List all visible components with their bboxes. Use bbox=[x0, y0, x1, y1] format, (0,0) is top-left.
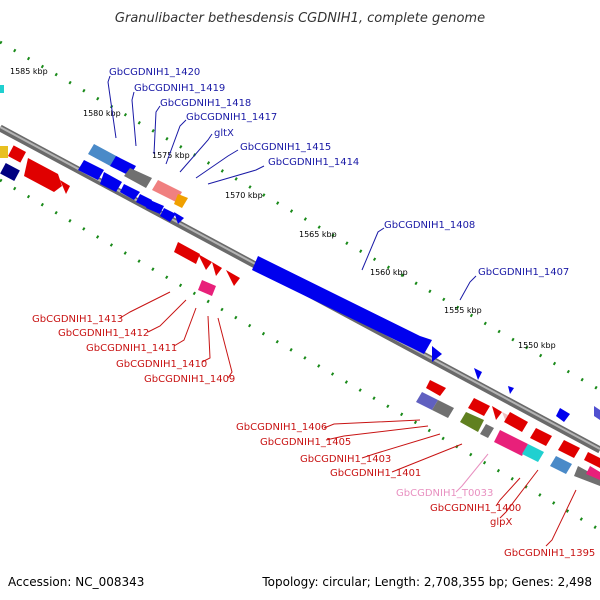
label-gene-1403: GbCGDNIH1_1403 bbox=[300, 454, 391, 465]
gene-fwd-1408b bbox=[432, 346, 442, 362]
gene-left-yellow bbox=[0, 146, 8, 158]
gene-rev-g bbox=[586, 466, 600, 480]
gene-rev-f bbox=[584, 452, 600, 468]
reverse-leader-lines bbox=[119, 291, 577, 547]
label-gene-1409: GbCGDNIH1_1409 bbox=[144, 374, 235, 385]
label-gene-1400: GbCGDNIH1_1400 bbox=[430, 503, 521, 514]
label-gene-glpX: glpX bbox=[490, 517, 512, 528]
gene-left-arrow bbox=[60, 180, 70, 194]
label-gene-1407: GbCGDNIH1_1407 bbox=[478, 267, 569, 278]
label-gene-1405: GbCGDNIH1_1405 bbox=[260, 437, 351, 448]
gene-fwd-b bbox=[100, 172, 122, 192]
label-trna-T0033: GbCGDNIH1_T0033 bbox=[396, 488, 493, 499]
accession-text: Accession: NC_008343 bbox=[8, 575, 144, 589]
gene-1395b bbox=[550, 456, 572, 474]
gene-1409 bbox=[226, 270, 240, 286]
gene-1405 bbox=[468, 398, 490, 416]
gene-fwd-i bbox=[556, 408, 570, 422]
trna-leader-line bbox=[455, 453, 489, 493]
scale-label-1580: 1580 kbp bbox=[83, 109, 121, 118]
map-title: Granulibacter bethesdensis CGDNIH1, comp… bbox=[115, 11, 485, 26]
label-gene-1419: GbCGDNIH1_1419 bbox=[134, 83, 225, 94]
gene-1400 bbox=[494, 430, 528, 456]
gene-1401 bbox=[480, 424, 494, 438]
label-gene-1418: GbCGDNIH1_1418 bbox=[160, 98, 251, 109]
topology-text: Topology: circular; Length: 2,708,355 bp… bbox=[261, 575, 592, 589]
label-gene-1410: GbCGDNIH1_1410 bbox=[116, 359, 207, 370]
gene-rev-d bbox=[530, 428, 552, 446]
gene-1395 bbox=[574, 466, 600, 486]
gene-fwd-f bbox=[160, 208, 176, 222]
gene-rev-a bbox=[492, 406, 502, 420]
gene-1408 bbox=[252, 256, 432, 354]
scale-label-1575: 1575 kbp bbox=[152, 151, 190, 160]
gene-glpX bbox=[522, 444, 544, 462]
gene-fwd-a bbox=[78, 160, 104, 180]
gene-1410 bbox=[198, 280, 216, 296]
gene-gltX bbox=[152, 180, 182, 202]
scale-label-1585: 1585 kbp bbox=[10, 67, 48, 76]
gene-fwd-e bbox=[146, 200, 164, 214]
gene-1413-block bbox=[24, 158, 62, 192]
label-gene-1420: GbCGDNIH1_1420 bbox=[109, 67, 200, 78]
gene-1406 bbox=[416, 392, 438, 410]
gene-1410b bbox=[212, 262, 222, 276]
gene-1405b bbox=[432, 400, 454, 418]
gene-left-navy bbox=[0, 162, 20, 182]
label-gene-1406: GbCGDNIH1_1406 bbox=[236, 422, 327, 433]
gene-1411 bbox=[198, 254, 212, 270]
gene-1407 bbox=[474, 368, 482, 380]
label-gene-1401: GbCGDNIH1_1401 bbox=[330, 468, 421, 479]
label-gene-1395: GbCGDNIH1_1395 bbox=[504, 548, 595, 559]
gene-fwd-h bbox=[508, 386, 514, 394]
gene-1420 bbox=[88, 144, 120, 168]
forward-leader-lines bbox=[107, 75, 477, 301]
label-gene-1417: GbCGDNIH1_1417 bbox=[186, 112, 277, 123]
label-gene-gltX: gltX bbox=[214, 128, 234, 139]
label-gene-1412: GbCGDNIH1_1412 bbox=[58, 328, 149, 339]
scale-label-1555: 1555 kbp bbox=[444, 306, 482, 315]
scale-label-1550: 1550 kbp bbox=[518, 341, 556, 350]
gene-1403 bbox=[460, 412, 484, 432]
gene-1418 bbox=[124, 168, 152, 188]
label-gene-1415: GbCGDNIH1_1415 bbox=[240, 142, 331, 153]
gene-left-cyan bbox=[0, 85, 4, 93]
gene-rev-e bbox=[558, 440, 580, 458]
gene-fwd-j bbox=[594, 406, 600, 420]
scale-label-1565: 1565 kbp bbox=[299, 230, 337, 239]
gene-rev-b bbox=[502, 412, 510, 422]
label-gene-1408: GbCGDNIH1_1408 bbox=[384, 220, 475, 231]
label-gene-1411: GbCGDNIH1_1411 bbox=[86, 343, 177, 354]
gene-fwd-c bbox=[120, 184, 140, 200]
gene-1406b bbox=[426, 380, 446, 396]
label-gene-1413: GbCGDNIH1_1413 bbox=[32, 314, 123, 325]
scale-label-1560: 1560 kbp bbox=[370, 268, 408, 277]
label-gene-1414: GbCGDNIH1_1414 bbox=[268, 157, 359, 168]
gene-rev-c bbox=[504, 412, 528, 432]
gene-fwd-g bbox=[174, 212, 184, 224]
gene-left-red bbox=[8, 145, 26, 163]
scale-label-1570: 1570 kbp bbox=[225, 191, 263, 200]
gene-1412 bbox=[174, 242, 200, 264]
gene-1415 bbox=[174, 194, 188, 208]
